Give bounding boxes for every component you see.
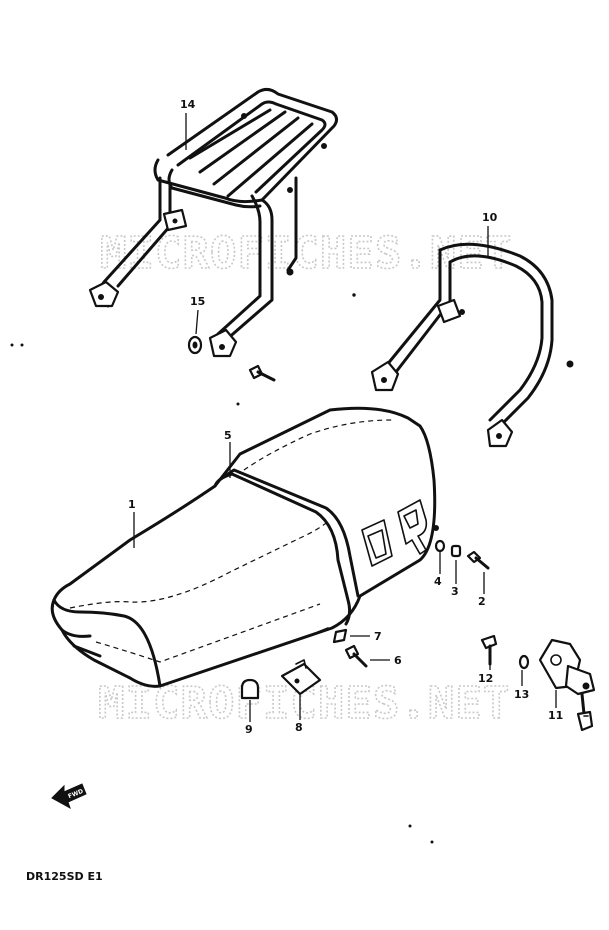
callout-12: 12 bbox=[478, 672, 493, 685]
callout-1: 1 bbox=[128, 498, 136, 511]
callout-6: 6 bbox=[394, 654, 402, 667]
callout-13: 13 bbox=[514, 688, 529, 701]
callout-14: 14 bbox=[180, 98, 196, 111]
forward-arrow-icon: FWD bbox=[51, 783, 87, 810]
bolt-2 bbox=[466, 550, 490, 570]
callout-11: 11 bbox=[548, 709, 563, 722]
diagram-code: DR125SD E1 bbox=[26, 870, 103, 883]
washer-15 bbox=[187, 335, 203, 355]
cushion-9 bbox=[240, 678, 260, 700]
callout-4: 4 bbox=[434, 575, 442, 588]
callout-15: 15 bbox=[190, 295, 205, 308]
callout-3: 3 bbox=[451, 585, 459, 598]
watermark-top: MICROFICHES.NET bbox=[100, 228, 512, 279]
callout-2: 2 bbox=[478, 595, 486, 608]
callout-7: 7 bbox=[374, 630, 382, 643]
bolt-12 bbox=[480, 634, 498, 666]
seat bbox=[50, 406, 439, 688]
seat-lock-11 bbox=[538, 638, 596, 732]
washer-4 bbox=[434, 539, 446, 553]
clip-7 bbox=[317, 627, 348, 644]
washer-13 bbox=[518, 654, 530, 670]
callout-9: 9 bbox=[245, 723, 253, 736]
rack-bolt bbox=[248, 364, 276, 382]
callout-8: 8 bbox=[295, 721, 303, 734]
collar-3 bbox=[450, 544, 462, 558]
callout-5: 5 bbox=[224, 429, 232, 442]
bracket-8 bbox=[280, 659, 322, 696]
bolt-6 bbox=[344, 644, 368, 668]
grab-rail bbox=[370, 242, 574, 448]
rear-carrier-rack bbox=[88, 87, 339, 358]
callout-10: 10 bbox=[482, 211, 498, 224]
